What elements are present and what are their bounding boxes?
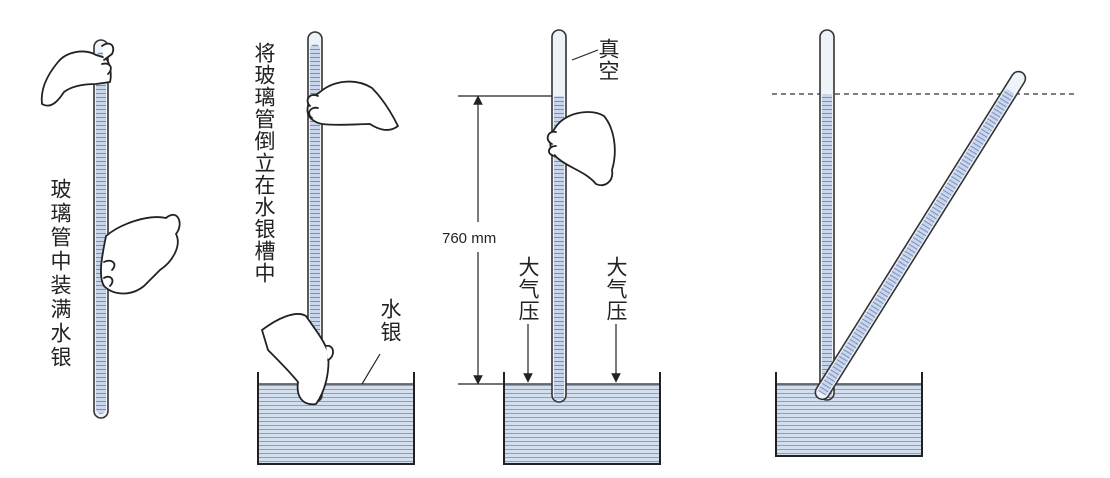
glass-tube [551,29,567,403]
mercury-trough [775,372,923,457]
mercury-label-pointer [361,353,381,385]
mercury-trough [257,372,415,465]
panel-fill-tube: 玻璃管中装满水银 [40,39,181,419]
panel-tilted-tube [772,29,1074,457]
hand-bottom-icon [261,313,334,406]
glass-tube-tilted [814,70,1027,401]
glass-tube [93,39,109,419]
pressure-label-left: 大气压 [516,256,540,322]
hand-icon [546,111,616,187]
height-dimension [458,95,552,385]
panel-invert-tube: 水银 将玻璃管倒立在水银槽中 [252,31,415,465]
mercury-label: 水银 [378,298,402,344]
hand-top-icon [40,42,115,107]
panel-760mm: 真空 760 mm 大气压 大气压 [442,29,661,465]
hand-top-icon [306,80,399,131]
vacuum-label: 真空 [596,38,620,82]
pressure-label-right: 大气压 [604,256,628,322]
hand-middle-icon [100,213,181,295]
mercury-trough [503,372,661,465]
glass-tube-vertical [819,29,835,401]
height-label: 760 mm [442,230,496,247]
vacuum-label-pointer [571,49,599,61]
panel1-caption: 玻璃管中装满水银 [48,178,72,370]
panel2-caption: 将玻璃管倒立在水银槽中 [252,42,276,284]
